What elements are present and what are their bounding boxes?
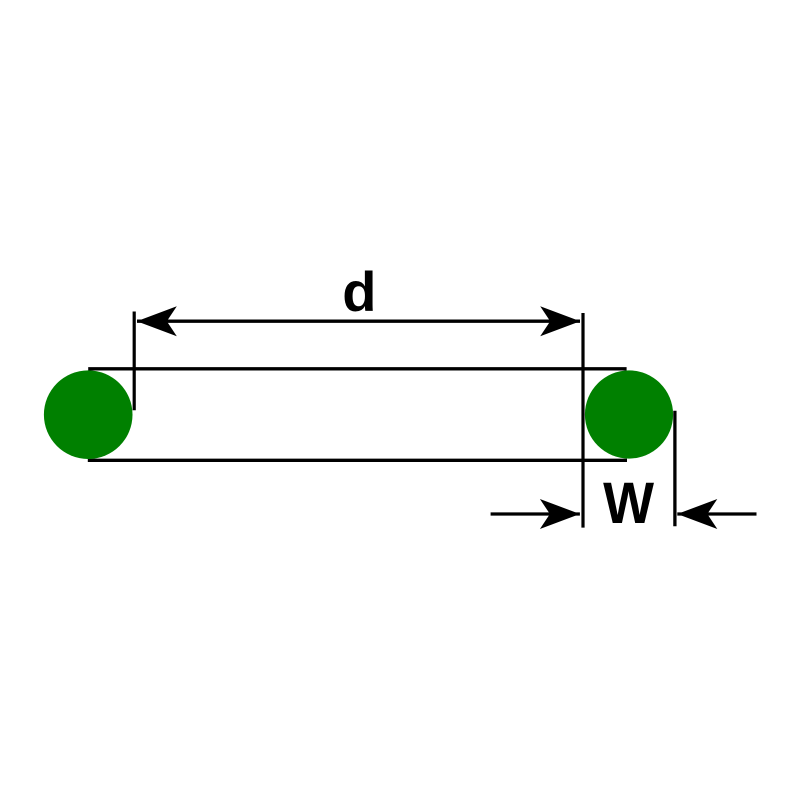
svg-text:d: d bbox=[342, 260, 376, 323]
svg-text:W: W bbox=[603, 470, 654, 535]
